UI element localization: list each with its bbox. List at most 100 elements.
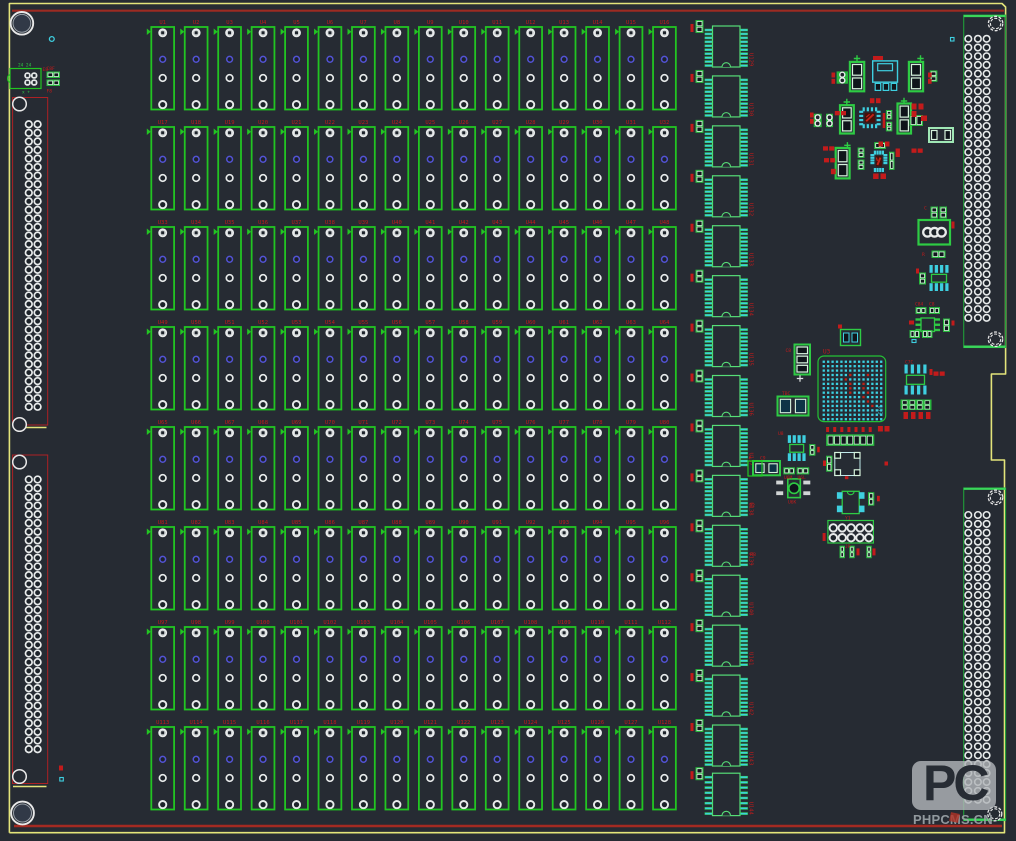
component-u45[interactable]: U45 [548,220,577,311]
component-u144[interactable]: U144 [690,767,754,817]
component-u143[interactable]: U143 [690,719,754,767]
component-y2[interactable] [834,451,861,477]
component-u51[interactable]: U51 [213,320,242,411]
component-u55[interactable]: U55 [347,320,376,411]
component-u108[interactable]: U108 [514,620,543,711]
component-u80[interactable]: U80 [648,420,677,511]
component-u22[interactable]: U22 [314,120,343,211]
component-u8[interactable] [787,435,806,461]
component-u52[interactable]: U52 [247,320,276,411]
component-k1[interactable] [917,218,952,246]
component-u44[interactable] [839,328,862,347]
component-u43[interactable]: U43 [481,220,510,311]
component-c80[interactable] [943,318,950,333]
component-c25[interactable] [783,467,795,475]
component-u94[interactable]: U94 [581,520,610,611]
component-c66[interactable] [885,121,893,132]
component-u122[interactable]: U122 [447,720,477,811]
component-u68[interactable]: U68 [247,420,276,511]
component-c21[interactable] [793,343,811,376]
component-c79[interactable] [929,307,940,314]
component-u136[interactable]: U136 [690,369,754,418]
component-u46[interactable]: U46 [581,220,610,311]
component-u116[interactable]: U116 [247,720,276,811]
component-u99[interactable]: U99 [213,620,242,711]
component-u91[interactable]: U91 [481,520,510,611]
component-u83[interactable]: U83 [213,520,242,611]
component-u5[interactable]: U5 [280,20,309,111]
component-u48[interactable]: U48 [648,220,677,311]
component-c69[interactable] [834,146,851,180]
component-u72[interactable]: U72 [380,420,410,511]
component-u137[interactable]: U137 [690,419,754,468]
component-u95[interactable]: U95 [615,520,644,611]
component-u17[interactable]: U17 [146,120,176,211]
component-u6[interactable]: U6 [314,20,343,111]
component-u27[interactable]: U27 [481,120,510,211]
component-u110[interactable]: U110 [581,620,610,711]
component-u66[interactable]: U66 [180,420,209,511]
component-u124[interactable]: U124 [514,720,543,811]
component-u4[interactable]: U4 [247,20,276,111]
component-u35[interactable]: U35 [213,220,242,311]
component-u123[interactable]: U123 [481,720,510,811]
component-u125[interactable]: U125 [548,720,577,811]
component-u69[interactable]: U69 [280,420,309,511]
component-u70[interactable]: U70 [314,420,343,511]
component-u29[interactable]: U29 [548,120,577,211]
component-u25[interactable]: U25 [414,120,443,211]
component-u19[interactable]: U19 [213,120,242,211]
component-u67[interactable]: U67 [213,420,242,511]
component-u121[interactable]: U121 [414,720,443,811]
component-u101[interactable]: U101 [280,620,309,711]
component-c24[interactable] [752,460,781,477]
component-u42[interactable]: U42 [447,220,477,311]
component-u57[interactable]: U57 [414,320,443,411]
component-c82[interactable] [922,330,933,338]
component-u54[interactable]: U54 [314,320,343,411]
component-u107[interactable]: U107 [481,620,510,711]
component-u130[interactable]: U130 [690,69,754,118]
component-u34[interactable]: U34 [180,220,209,311]
component-u39[interactable]: U39 [347,220,376,311]
component-c31[interactable] [849,545,855,559]
component-u26[interactable]: U26 [447,120,477,211]
component-u32[interactable]: U32 [648,120,677,211]
component-c78[interactable] [915,307,927,314]
component-u119[interactable]: U119 [347,720,376,811]
component-u41[interactable]: U41 [414,220,443,311]
component-u104[interactable]: U104 [380,620,410,711]
component-u49[interactable]: U49 [146,320,176,411]
component-u37[interactable]: U37 [280,220,309,311]
component-u7[interactable]: U7 [347,20,376,111]
component-u140[interactable]: U140 [690,569,754,617]
component-u103[interactable]: U103 [347,620,376,711]
component-u24[interactable]: U24 [380,120,410,211]
component-rn1[interactable] [826,434,875,446]
component-u62[interactable]: U62 [581,320,610,411]
component-c26[interactable] [796,467,810,475]
component-c29[interactable] [868,492,875,506]
component-q1[interactable] [872,60,899,92]
component-u23[interactable]: U23 [347,120,376,211]
component-u28[interactable]: U28 [514,120,543,211]
component-u77[interactable]: U77 [548,420,577,511]
component-u65[interactable]: U65 [146,420,176,511]
component-u42[interactable] [929,265,949,291]
component-u128[interactable]: U128 [648,720,677,811]
component-u120[interactable]: U120 [380,720,410,811]
component-c64[interactable] [838,104,855,135]
component-u11[interactable]: U11 [481,20,510,111]
component-u114[interactable]: U114 [180,720,209,811]
component-u84[interactable]: U84 [247,520,276,611]
component-c81[interactable] [909,330,921,338]
component-u87[interactable]: U87 [347,520,376,611]
component-c71[interactable] [857,159,865,170]
component-u82[interactable]: U82 [180,520,209,611]
component-u13[interactable]: U13 [548,20,577,111]
component-u33[interactable]: U33 [146,220,176,311]
component-u129[interactable]: U129 [690,20,754,68]
component-u56[interactable]: U56 [380,320,410,411]
component-u31[interactable]: U31 [615,120,644,211]
component-j3[interactable] [6,67,42,90]
